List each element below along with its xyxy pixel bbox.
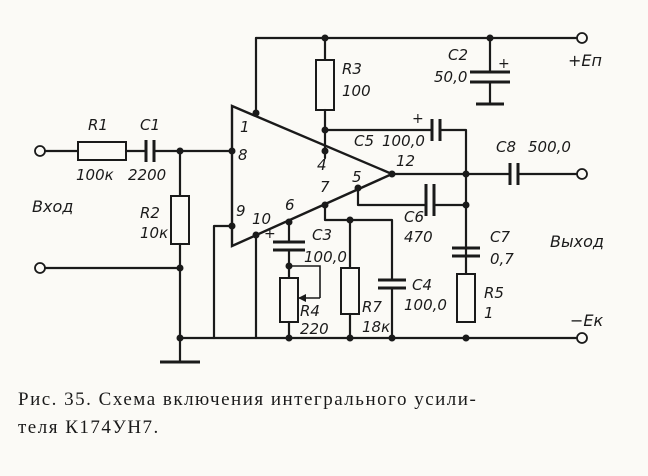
label-r2-ref: R2 [140, 204, 160, 222]
label-c8-value: 500,0 [528, 138, 571, 156]
label-c6-value: 470 [404, 228, 433, 246]
pin-label-5: 5 [352, 168, 362, 186]
label-r4-ref: R4 [300, 302, 320, 320]
label-r3-ref: R3 [342, 60, 362, 78]
terminal-input [34, 145, 46, 157]
c5-polarity: + [412, 111, 424, 127]
wire-pin5 [356, 186, 428, 207]
label-r5-value: 1 [484, 304, 494, 322]
label-r4-value: 220 [300, 320, 329, 338]
pin-label-12: 12 [396, 152, 415, 170]
resistor-r3 [315, 59, 335, 111]
pin-label-4: 4 [317, 156, 327, 174]
label-c1-value: 2200 [128, 166, 166, 184]
resistor-r7 [340, 267, 360, 315]
terminal-output [576, 168, 588, 180]
label-c4-ref: C4 [412, 276, 432, 294]
terminal-plus [576, 32, 588, 44]
label-c8-ref: C8 [496, 138, 516, 156]
caption-line-2: теля К174УН7. [18, 417, 160, 438]
label-c5-ref: C5 [354, 132, 374, 150]
label-supply-neg: −Eк [570, 311, 604, 330]
r4-wiper-arrow [298, 294, 306, 302]
c2-polarity: + [498, 56, 510, 72]
figure-caption: Рис. 35. Схема включения интегрального у… [18, 386, 630, 442]
node-output [462, 170, 470, 178]
amplifier-triangle [230, 104, 395, 248]
label-c6-ref: C6 [404, 208, 424, 226]
wire-pin7 [323, 203, 394, 282]
c3-polarity: + [264, 226, 276, 242]
node-ground [176, 334, 184, 342]
terminal-minus [576, 332, 588, 344]
node-pin5 [354, 184, 362, 192]
label-c7-value: 0,7 [490, 250, 514, 268]
node-pin7 [321, 201, 329, 209]
node-pin1 [252, 109, 260, 117]
label-c3-value: 100,0 [304, 248, 347, 266]
label-output: Выход [550, 232, 604, 251]
caption-line-1: Рис. 35. Схема включения интегрального у… [18, 389, 478, 410]
label-r1-ref: R1 [88, 116, 108, 134]
label-c5-value: 100,0 [382, 132, 425, 150]
node-r7-bottom [346, 334, 354, 342]
pin-label-9: 9 [236, 202, 246, 220]
node-c6-c7 [462, 201, 470, 209]
label-c2-ref: C2 [448, 46, 468, 64]
node-pin10 [252, 231, 260, 239]
node-pin12 [388, 170, 396, 178]
label-r7-value: 18к [362, 318, 390, 336]
resistor-r1 [77, 141, 127, 161]
label-input: Вход [32, 197, 73, 216]
resistor-r5 [456, 273, 476, 323]
label-r3-value: 100 [342, 82, 371, 100]
pin-label-7: 7 [320, 178, 330, 196]
label-c1-ref: C1 [140, 116, 160, 134]
label-r5-ref: R5 [484, 284, 504, 302]
resistor-r4 [279, 277, 299, 323]
node-pin6 [285, 218, 293, 226]
node-c4-bottom [388, 334, 396, 342]
label-c7-ref: C7 [490, 228, 510, 246]
label-r1-value: 100к [76, 166, 114, 184]
node-pin9 [228, 222, 236, 230]
label-r7-ref: R7 [362, 298, 382, 316]
pin-label-10: 10 [252, 210, 271, 228]
terminal-input-return [34, 262, 46, 274]
label-r2-value: 10к [140, 224, 168, 242]
pin-label-6: 6 [285, 196, 295, 214]
node-pin8 [228, 147, 236, 155]
label-supply-pos: +Eп [568, 51, 602, 70]
pin-label-8: 8 [238, 146, 248, 164]
node-r4-bottom [285, 334, 293, 342]
label-c3-ref: C3 [312, 226, 332, 244]
label-c4-value: 100,0 [404, 296, 447, 314]
r4-wiper-wire [289, 265, 321, 298]
resistor-r2 [170, 195, 190, 245]
pin-label-1: 1 [240, 118, 250, 136]
wire-pin9 [212, 224, 234, 340]
label-c2-value: 50,0 [434, 68, 467, 86]
node-pin4 [321, 147, 329, 155]
